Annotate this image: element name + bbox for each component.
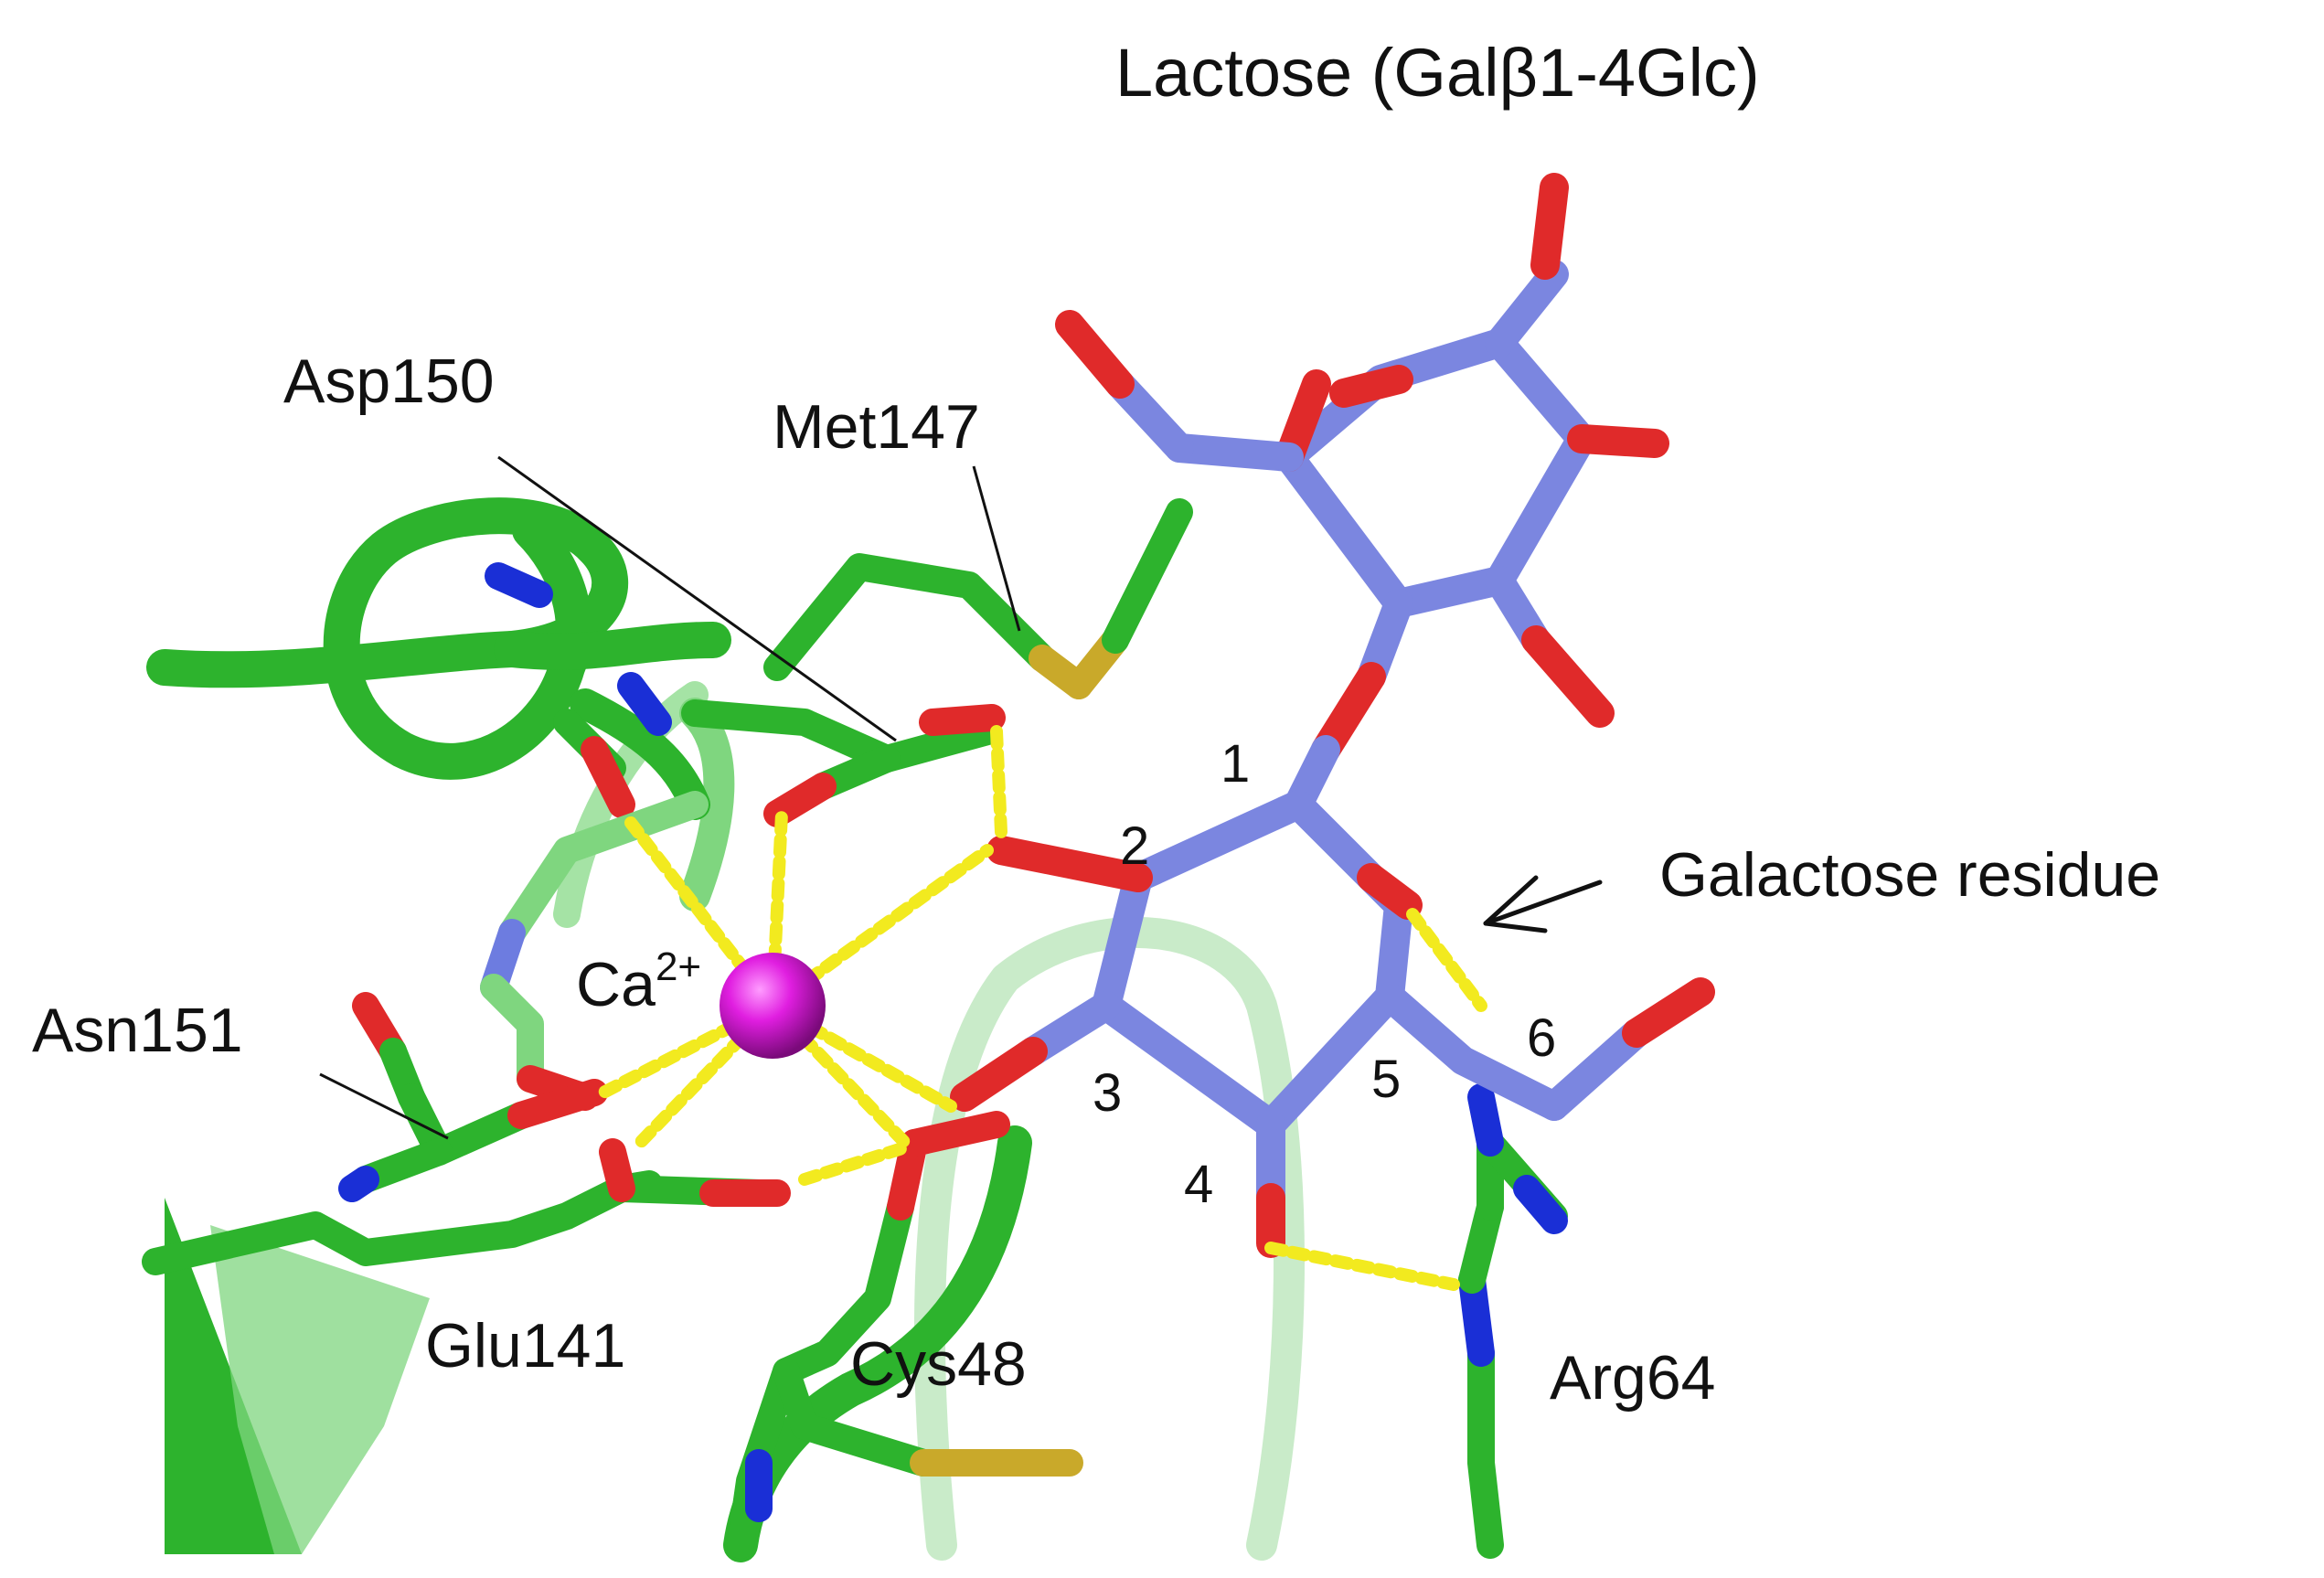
leader-lines	[319, 455, 1021, 1140]
ring-position-1: 1	[1221, 734, 1250, 794]
ring-position-5: 5	[1371, 1050, 1401, 1109]
galactose-arrow	[1483, 875, 1603, 933]
calcium-ion	[720, 953, 826, 1059]
asp150-leader-line	[497, 455, 897, 742]
lactose-sticks	[950, 173, 1715, 1258]
beta-sheet-arrow	[165, 1198, 430, 1554]
label-asp150: Asp150	[283, 347, 495, 416]
ring-position-2: 2	[1120, 816, 1149, 876]
ring-position-3: 3	[1093, 1063, 1122, 1123]
met147-leader-line	[972, 465, 1021, 632]
ring-position-6: 6	[1527, 1008, 1556, 1068]
hydrogen-bonds	[597, 725, 1487, 1291]
label-asn151: Asn151	[32, 996, 243, 1065]
label-glu141: Glu141	[425, 1311, 625, 1381]
calcium-symbol: Ca	[576, 950, 656, 1019]
figure-title: Lactose (Galβ1-4Glc)	[1115, 35, 1760, 111]
label-calcium: Ca2+	[576, 944, 701, 1019]
protein-sticks	[142, 498, 1568, 1559]
label-galactose-residue: Galactose residue	[1659, 840, 2160, 910]
ring-position-4: 4	[1184, 1155, 1213, 1214]
label-cys48: Cys48	[850, 1329, 1027, 1399]
asn151-leader-line	[319, 1072, 449, 1140]
calcium-charge: 2+	[656, 944, 701, 989]
label-met147: Met147	[773, 392, 980, 462]
label-arg64: Arg64	[1550, 1343, 1715, 1413]
